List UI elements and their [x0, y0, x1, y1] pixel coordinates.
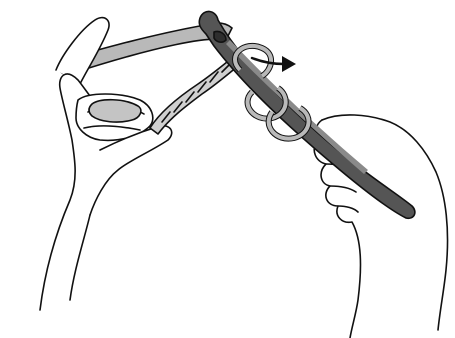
chain-stitches-icon — [150, 58, 238, 134]
